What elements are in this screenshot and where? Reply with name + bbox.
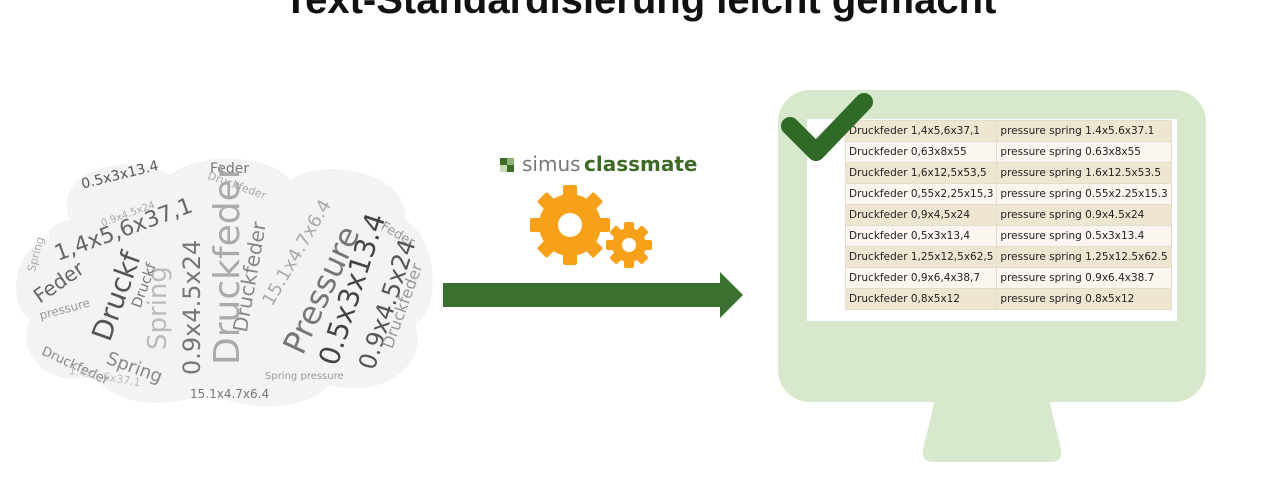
- table-row: Druckfeder 0,5x3x13,4 pressure spring 0.…: [844, 225, 1172, 247]
- table-row: Druckfeder 0,8x5x12 pressure spring 0.8x…: [844, 288, 1172, 310]
- table-cell-english: pressure spring 0.63x8x55: [996, 141, 1172, 163]
- table-cell-english: pressure spring 1.6x12.5x53.5: [996, 162, 1172, 184]
- table-row: Druckfeder 0,63x8x55 pressure spring 0.6…: [844, 141, 1172, 163]
- word-cloud-word: Feder: [210, 161, 250, 177]
- cloud-background: [16, 158, 433, 407]
- monitor: Druckfeder 1,4x5,6x37,1 pressure spring …: [778, 90, 1208, 470]
- monitor-screen: Druckfeder 1,4x5,6x37,1 pressure spring …: [807, 119, 1177, 321]
- word-cloud-word: 15.1x4.7x6.4: [190, 387, 270, 401]
- gears-icon: [530, 185, 652, 268]
- table-cell-english: pressure spring 0.55x2.25x15.3: [996, 183, 1172, 205]
- checkmark-icon: [781, 93, 873, 161]
- translation-table: Druckfeder 1,4x5,6x37,1 pressure spring …: [844, 120, 1172, 310]
- word-cloud-word: Spring pressure: [265, 371, 344, 382]
- word-cloud: 0.5x3x13.4 Feder 1,4x5,6x37,1 Druckfeder…: [10, 150, 440, 410]
- table-cell-german: Druckfeder 0,9x4,5x24: [844, 204, 998, 226]
- table-cell-german: Druckfeder 1,6x12,5x53,5: [844, 162, 998, 184]
- table-cell-german: Druckfeder 0,8x5x12: [844, 288, 998, 310]
- page-title: Text-Standardisierung leicht gemacht: [283, 0, 997, 22]
- table-cell-english: pressure spring 0.8x5x12: [996, 288, 1172, 310]
- brand-name-light: simus: [522, 152, 581, 176]
- table-cell-german: Druckfeder 1,25x12,5x62,5: [844, 246, 998, 268]
- table-cell-english: pressure spring 0.5x3x13.4: [996, 225, 1172, 247]
- brand-logo: simus classmate: [500, 152, 700, 178]
- table-cell-german: Druckfeder 0,5x3x13,4: [844, 225, 998, 247]
- table-row: Druckfeder 0,55x2,25x15,3 pressure sprin…: [844, 183, 1172, 205]
- table-cell-german: Druckfeder 0,9x6,4x38,7: [844, 267, 998, 289]
- table-row: Druckfeder 0,9x4,5x24 pressure spring 0.…: [844, 204, 1172, 226]
- word-cloud-word: 0.9x4.5x24: [178, 239, 206, 375]
- cloud-shape: [16, 158, 433, 407]
- table-cell-english: pressure spring 0.9x4.5x24: [996, 204, 1172, 226]
- table-row: Druckfeder 0,9x6,4x38,7 pressure spring …: [844, 267, 1172, 289]
- simus-logo-icon: [500, 158, 514, 172]
- table-cell-english: pressure spring 0.9x6.4x38.7: [996, 267, 1172, 289]
- arrow-right-icon: [443, 272, 743, 318]
- table-row: Druckfeder 1,4x5,6x37,1 pressure spring …: [844, 120, 1172, 142]
- table-row: Druckfeder 1,6x12,5x53,5 pressure spring…: [844, 162, 1172, 184]
- table-row: Druckfeder 1,25x12,5x62,5 pressure sprin…: [844, 246, 1172, 268]
- table-cell-english: pressure spring 1.25x12.5x62.5: [996, 246, 1172, 268]
- brand-name-bold: classmate: [584, 152, 698, 176]
- table-cell-german: Druckfeder 0,55x2,25x15,3: [844, 183, 998, 205]
- table-cell-english: pressure spring 1.4x5.6x37.1: [996, 120, 1172, 142]
